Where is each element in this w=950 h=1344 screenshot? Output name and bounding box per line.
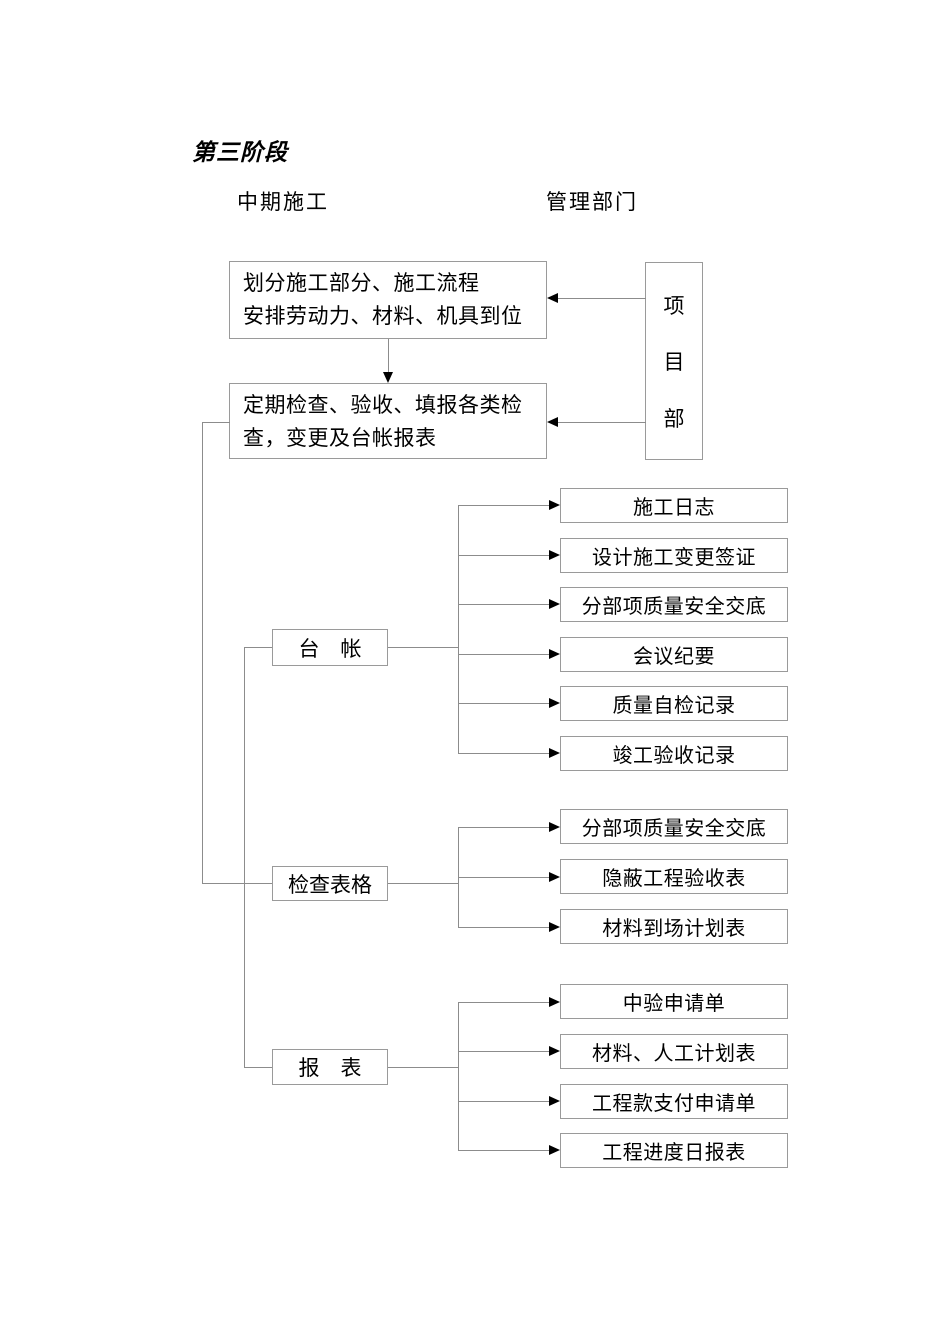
flow-item-box: 质量自检记录 <box>560 686 788 721</box>
arrowhead-right <box>549 1046 560 1056</box>
connector-line <box>458 604 549 605</box>
connector-line <box>388 883 458 884</box>
connector-line <box>458 1002 459 1150</box>
process-box-line: 划分施工部分、施工流程 <box>243 271 480 295</box>
project-department-box: 项 目 部 <box>645 262 703 460</box>
connector-line <box>458 827 549 828</box>
flow-item-box: 设计施工变更签证 <box>560 538 788 573</box>
connector-line <box>458 1150 549 1151</box>
arrowhead-right <box>549 1096 560 1106</box>
arrowhead-right <box>549 550 560 560</box>
arrowhead-right <box>549 649 560 659</box>
flow-item-box: 材料到场计划表 <box>560 909 788 944</box>
connector-line <box>458 505 549 506</box>
arrowhead-right <box>549 1145 560 1155</box>
flow-item-box: 竣工验收记录 <box>560 736 788 771</box>
arrowhead-left <box>547 293 558 303</box>
column-header-midterm-construction: 中期施工 <box>237 190 329 214</box>
connector-line <box>458 1101 549 1102</box>
ledger-box: 台 帐 <box>272 629 388 666</box>
process-box-line: 查，变更及台帐报表 <box>243 426 437 450</box>
arrowhead-right <box>549 922 560 932</box>
connector-line <box>202 422 230 423</box>
connector-line <box>458 1051 549 1052</box>
flow-item-box: 中验申请单 <box>560 984 788 1019</box>
process-box-line: 安排劳动力、材料、机具到位 <box>243 304 523 328</box>
process-box-periodic-inspection: 定期检查、验收、填报各类检 查，变更及台帐报表 <box>229 383 547 459</box>
connector-line <box>458 753 549 754</box>
connector-line <box>388 1067 458 1068</box>
flow-item-box: 材料、人工计划表 <box>560 1034 788 1069</box>
phase-title: 第三阶段 <box>192 139 288 166</box>
flow-item-box: 分部项质量安全交底 <box>560 587 788 622</box>
connector-line <box>458 703 549 704</box>
connector-line <box>458 555 549 556</box>
arrowhead-right <box>549 872 560 882</box>
project-department-char: 目 <box>663 350 685 374</box>
flow-item-box: 分部项质量安全交底 <box>560 809 788 844</box>
column-header-management-department: 管理部门 <box>546 190 638 214</box>
process-box-divide-construction: 划分施工部分、施工流程 安排劳动力、材料、机具到位 <box>229 261 547 339</box>
arrowhead-right <box>549 698 560 708</box>
process-box-line: 定期检查、验收、填报各类检 <box>243 393 523 417</box>
arrowhead-down <box>383 372 393 383</box>
connector-line <box>458 505 459 754</box>
flow-item-box: 会议纪要 <box>560 637 788 672</box>
project-department-char: 部 <box>663 406 685 431</box>
connector-line <box>202 422 203 883</box>
flow-item-box: 工程进度日报表 <box>560 1133 788 1168</box>
connector-line <box>388 339 389 373</box>
connector-line <box>458 654 549 655</box>
connector-line <box>202 883 272 884</box>
arrowhead-right <box>549 822 560 832</box>
arrowhead-right <box>549 997 560 1007</box>
project-department-char: 项 <box>663 293 685 318</box>
connector-line <box>458 877 549 878</box>
flow-item-box: 施工日志 <box>560 488 788 523</box>
connector-line <box>388 647 458 648</box>
check-form-box: 检查表格 <box>272 866 388 901</box>
arrowhead-right <box>549 748 560 758</box>
connector-line <box>244 647 245 1067</box>
report-box: 报 表 <box>272 1049 388 1085</box>
connector-line <box>458 927 549 928</box>
connector-line <box>458 1002 549 1003</box>
arrowhead-right <box>549 500 560 510</box>
arrowhead-right <box>549 599 560 609</box>
flow-item-box: 隐蔽工程验收表 <box>560 859 788 894</box>
connector-line <box>244 647 272 648</box>
connector-line <box>558 298 646 299</box>
arrowhead-left <box>547 417 558 427</box>
connector-line <box>558 422 646 423</box>
flow-item-box: 工程款支付申请单 <box>560 1084 788 1119</box>
connector-line <box>244 1067 272 1068</box>
